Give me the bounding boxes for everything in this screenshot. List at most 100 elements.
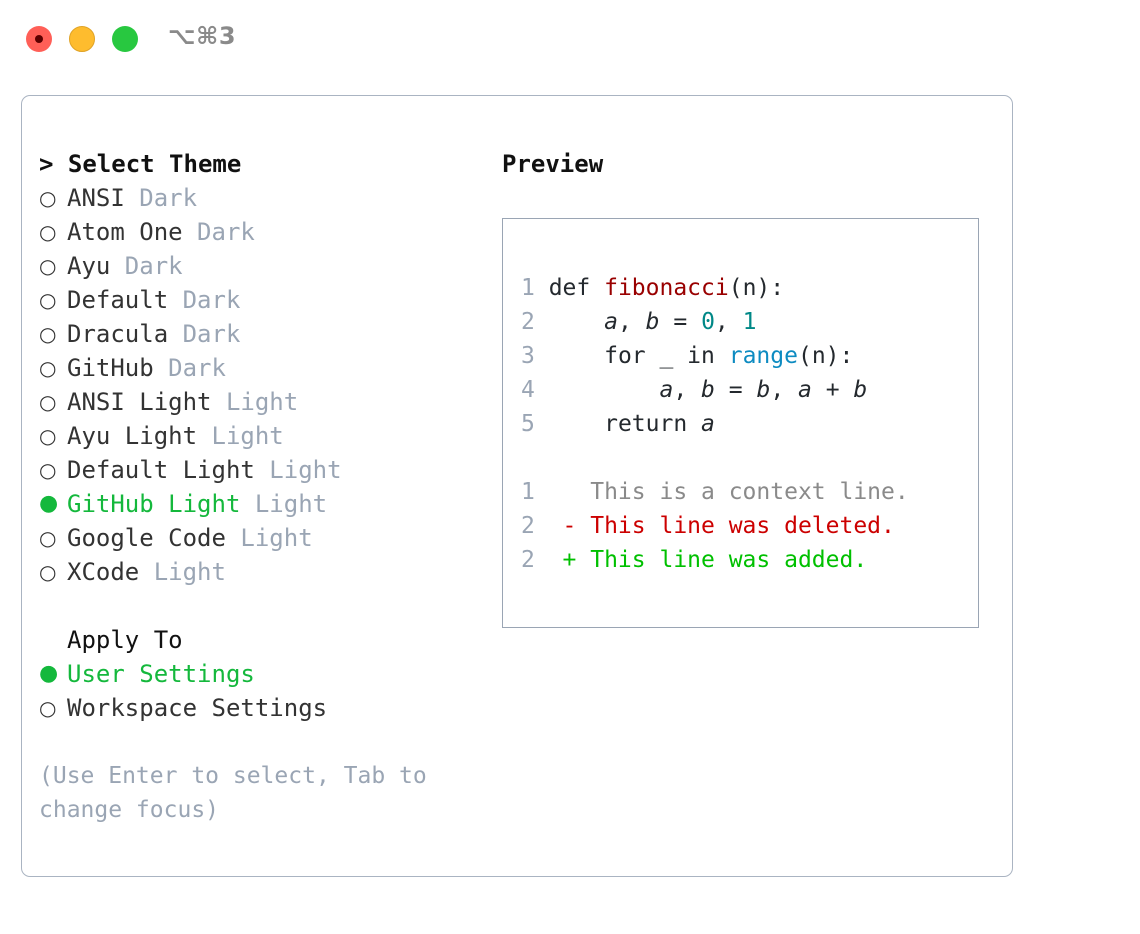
code-token-fn: fibonacci bbox=[604, 275, 729, 301]
theme-variant-tag: Dark bbox=[124, 184, 198, 212]
preview-panel: Preview 1 def fibonacci(n):2 a, b = 0, 1… bbox=[502, 147, 992, 628]
theme-option-label: Default bbox=[67, 286, 169, 314]
theme-option-2[interactable]: ○Ayu Dark bbox=[39, 249, 489, 283]
code-token-plain: (n): bbox=[728, 275, 785, 301]
code-line-number: 2 bbox=[521, 309, 549, 335]
radio-unselected-icon: ○ bbox=[39, 186, 57, 210]
theme-variant-tag: Dark bbox=[182, 218, 255, 246]
theme-variant-tag: Light bbox=[240, 490, 328, 518]
theme-option-5[interactable]: ○GitHub Dark bbox=[39, 351, 489, 385]
radio-unselected-icon: ○ bbox=[39, 322, 57, 346]
apply-to-list[interactable]: ● User Settings ○ Workspace Settings bbox=[39, 657, 489, 725]
code-token-num: 0 bbox=[701, 309, 715, 335]
code-token-plain bbox=[549, 377, 660, 403]
code-token-var: a bbox=[701, 411, 715, 437]
code-line: 2 a, b = 0, 1 bbox=[521, 305, 867, 339]
radio-unselected-icon: ○ bbox=[39, 458, 57, 482]
theme-option-11[interactable]: ○XCode Light bbox=[39, 555, 489, 589]
code-line: 5 return a bbox=[521, 407, 867, 441]
theme-variant-tag: Light bbox=[225, 524, 313, 552]
theme-option-1[interactable]: ○ Atom One Dark bbox=[39, 215, 489, 249]
diff-line-deleted: 2 - This line was deleted. bbox=[521, 509, 909, 543]
theme-list[interactable]: ○ ANSI Dark ○ Atom One Dark ○ Ayu Dark ○ Defaul… bbox=[39, 181, 489, 589]
diff-line-text: + This line was added. bbox=[562, 547, 868, 573]
code-token-plain: , bbox=[770, 377, 799, 403]
theme-variant-tag: Light bbox=[139, 558, 226, 586]
select-theme-heading: > Select Theme bbox=[39, 150, 242, 178]
theme-option-label: Ayu bbox=[67, 252, 111, 280]
theme-option-8[interactable]: ○ Default Light Light bbox=[39, 453, 489, 487]
preview-heading: Preview bbox=[502, 150, 604, 178]
apply-to-heading: Apply To bbox=[67, 626, 183, 654]
code-token-var: b bbox=[756, 377, 771, 403]
code-token-var: b bbox=[645, 309, 660, 335]
code-token-kw: for _ in bbox=[548, 343, 729, 369]
code-line-number: 5 bbox=[521, 411, 549, 437]
code-token-plain: , bbox=[617, 309, 646, 335]
code-token-var: a bbox=[604, 309, 618, 335]
theme-variant-tag: Light bbox=[211, 388, 299, 416]
theme-option-3[interactable]: ○Default Dark bbox=[39, 283, 489, 317]
title-bar: ⌥⌘3 bbox=[0, 0, 1140, 78]
code-line: 1 def fibonacci(n): bbox=[521, 271, 867, 305]
radio-unselected-icon: ○ bbox=[39, 560, 57, 584]
code-token-var: b bbox=[853, 377, 868, 403]
theme-option-label: ANSI bbox=[67, 184, 125, 212]
keyboard-hint-text: (Use Enter to select, Tab to change focu… bbox=[39, 763, 441, 823]
maximize-window-button[interactable] bbox=[112, 26, 138, 52]
code-token-plain bbox=[549, 309, 604, 335]
radio-unselected-icon: ○ bbox=[39, 696, 57, 720]
code-token-kw: return bbox=[548, 411, 702, 437]
close-window-button[interactable] bbox=[26, 26, 52, 52]
radio-unselected-icon: ○ bbox=[39, 220, 57, 244]
theme-variant-tag: Dark bbox=[153, 354, 226, 382]
theme-option-label: Google Code bbox=[67, 524, 226, 552]
diff-line-added: 2 + This line was added. bbox=[521, 543, 909, 577]
apply-to-group: Apply To ● User Settings ○ Workspace Settin… bbox=[39, 623, 489, 725]
theme-option-6[interactable]: ○ ANSI Light Light bbox=[39, 385, 489, 419]
apply-option-label: User Settings bbox=[67, 660, 255, 688]
code-line-number: 1 bbox=[521, 275, 549, 301]
code-token-builtin: range bbox=[728, 343, 798, 369]
radio-unselected-icon: ○ bbox=[39, 356, 57, 380]
code-token-plain: , bbox=[673, 377, 702, 403]
code-token-var: b bbox=[701, 377, 715, 403]
code-token-var: a bbox=[659, 377, 674, 403]
keyboard-shortcut-label: ⌥⌘3 bbox=[168, 22, 237, 50]
diff-line-number: 2 bbox=[521, 547, 563, 573]
theme-option-7[interactable]: ○Ayu Light Light bbox=[39, 419, 489, 453]
radio-unselected-icon: ○ bbox=[39, 390, 57, 414]
theme-variant-tag: Light bbox=[254, 456, 342, 484]
theme-option-label: ANSI Light bbox=[67, 388, 212, 416]
code-line-number: 3 bbox=[521, 343, 549, 369]
diff-line-number: 1 bbox=[521, 479, 563, 505]
apply-option-0[interactable]: ● User Settings bbox=[39, 657, 489, 691]
code-line: 4 a, b = b, a + b bbox=[521, 373, 867, 407]
diff-sample: 1 This is a context line. 2 - This line w… bbox=[521, 475, 909, 577]
diff-line-text: This is a context line. bbox=[562, 479, 909, 505]
code-token-num: 1 bbox=[742, 309, 757, 335]
apply-option-1[interactable]: ○ Workspace Settings bbox=[39, 691, 489, 725]
theme-option-label: Ayu Light bbox=[67, 422, 198, 450]
radio-unselected-icon: ○ bbox=[39, 288, 57, 312]
theme-option-4[interactable]: ○Dracula Dark bbox=[39, 317, 489, 351]
code-token-plain: = bbox=[714, 377, 757, 403]
theme-option-label: Atom One bbox=[67, 218, 183, 246]
code-line-number: 4 bbox=[521, 377, 549, 403]
radio-unselected-icon: ○ bbox=[39, 254, 57, 278]
diff-line-text: - This line was deleted. bbox=[562, 513, 895, 539]
theme-variant-tag: Dark bbox=[168, 320, 241, 348]
theme-option-10[interactable]: ○Google Code Light bbox=[39, 521, 489, 555]
theme-option-label: GitHub Light bbox=[67, 490, 241, 518]
app-window: > Select Theme ○ANSI Dark○Atom One Dark○… bbox=[21, 95, 1013, 877]
radio-unselected-icon: ○ bbox=[39, 424, 57, 448]
theme-option-0[interactable]: ○ ANSI Dark bbox=[39, 181, 489, 215]
minimize-window-button[interactable] bbox=[69, 26, 95, 52]
theme-option-label: Default Light bbox=[67, 456, 255, 484]
radio-selected-icon: ● bbox=[39, 661, 59, 686]
radio-selected-icon: ● bbox=[39, 491, 59, 516]
apply-option-label: Workspace Settings bbox=[67, 694, 328, 722]
theme-option-9[interactable]: ● GitHub Light Light bbox=[39, 487, 489, 521]
